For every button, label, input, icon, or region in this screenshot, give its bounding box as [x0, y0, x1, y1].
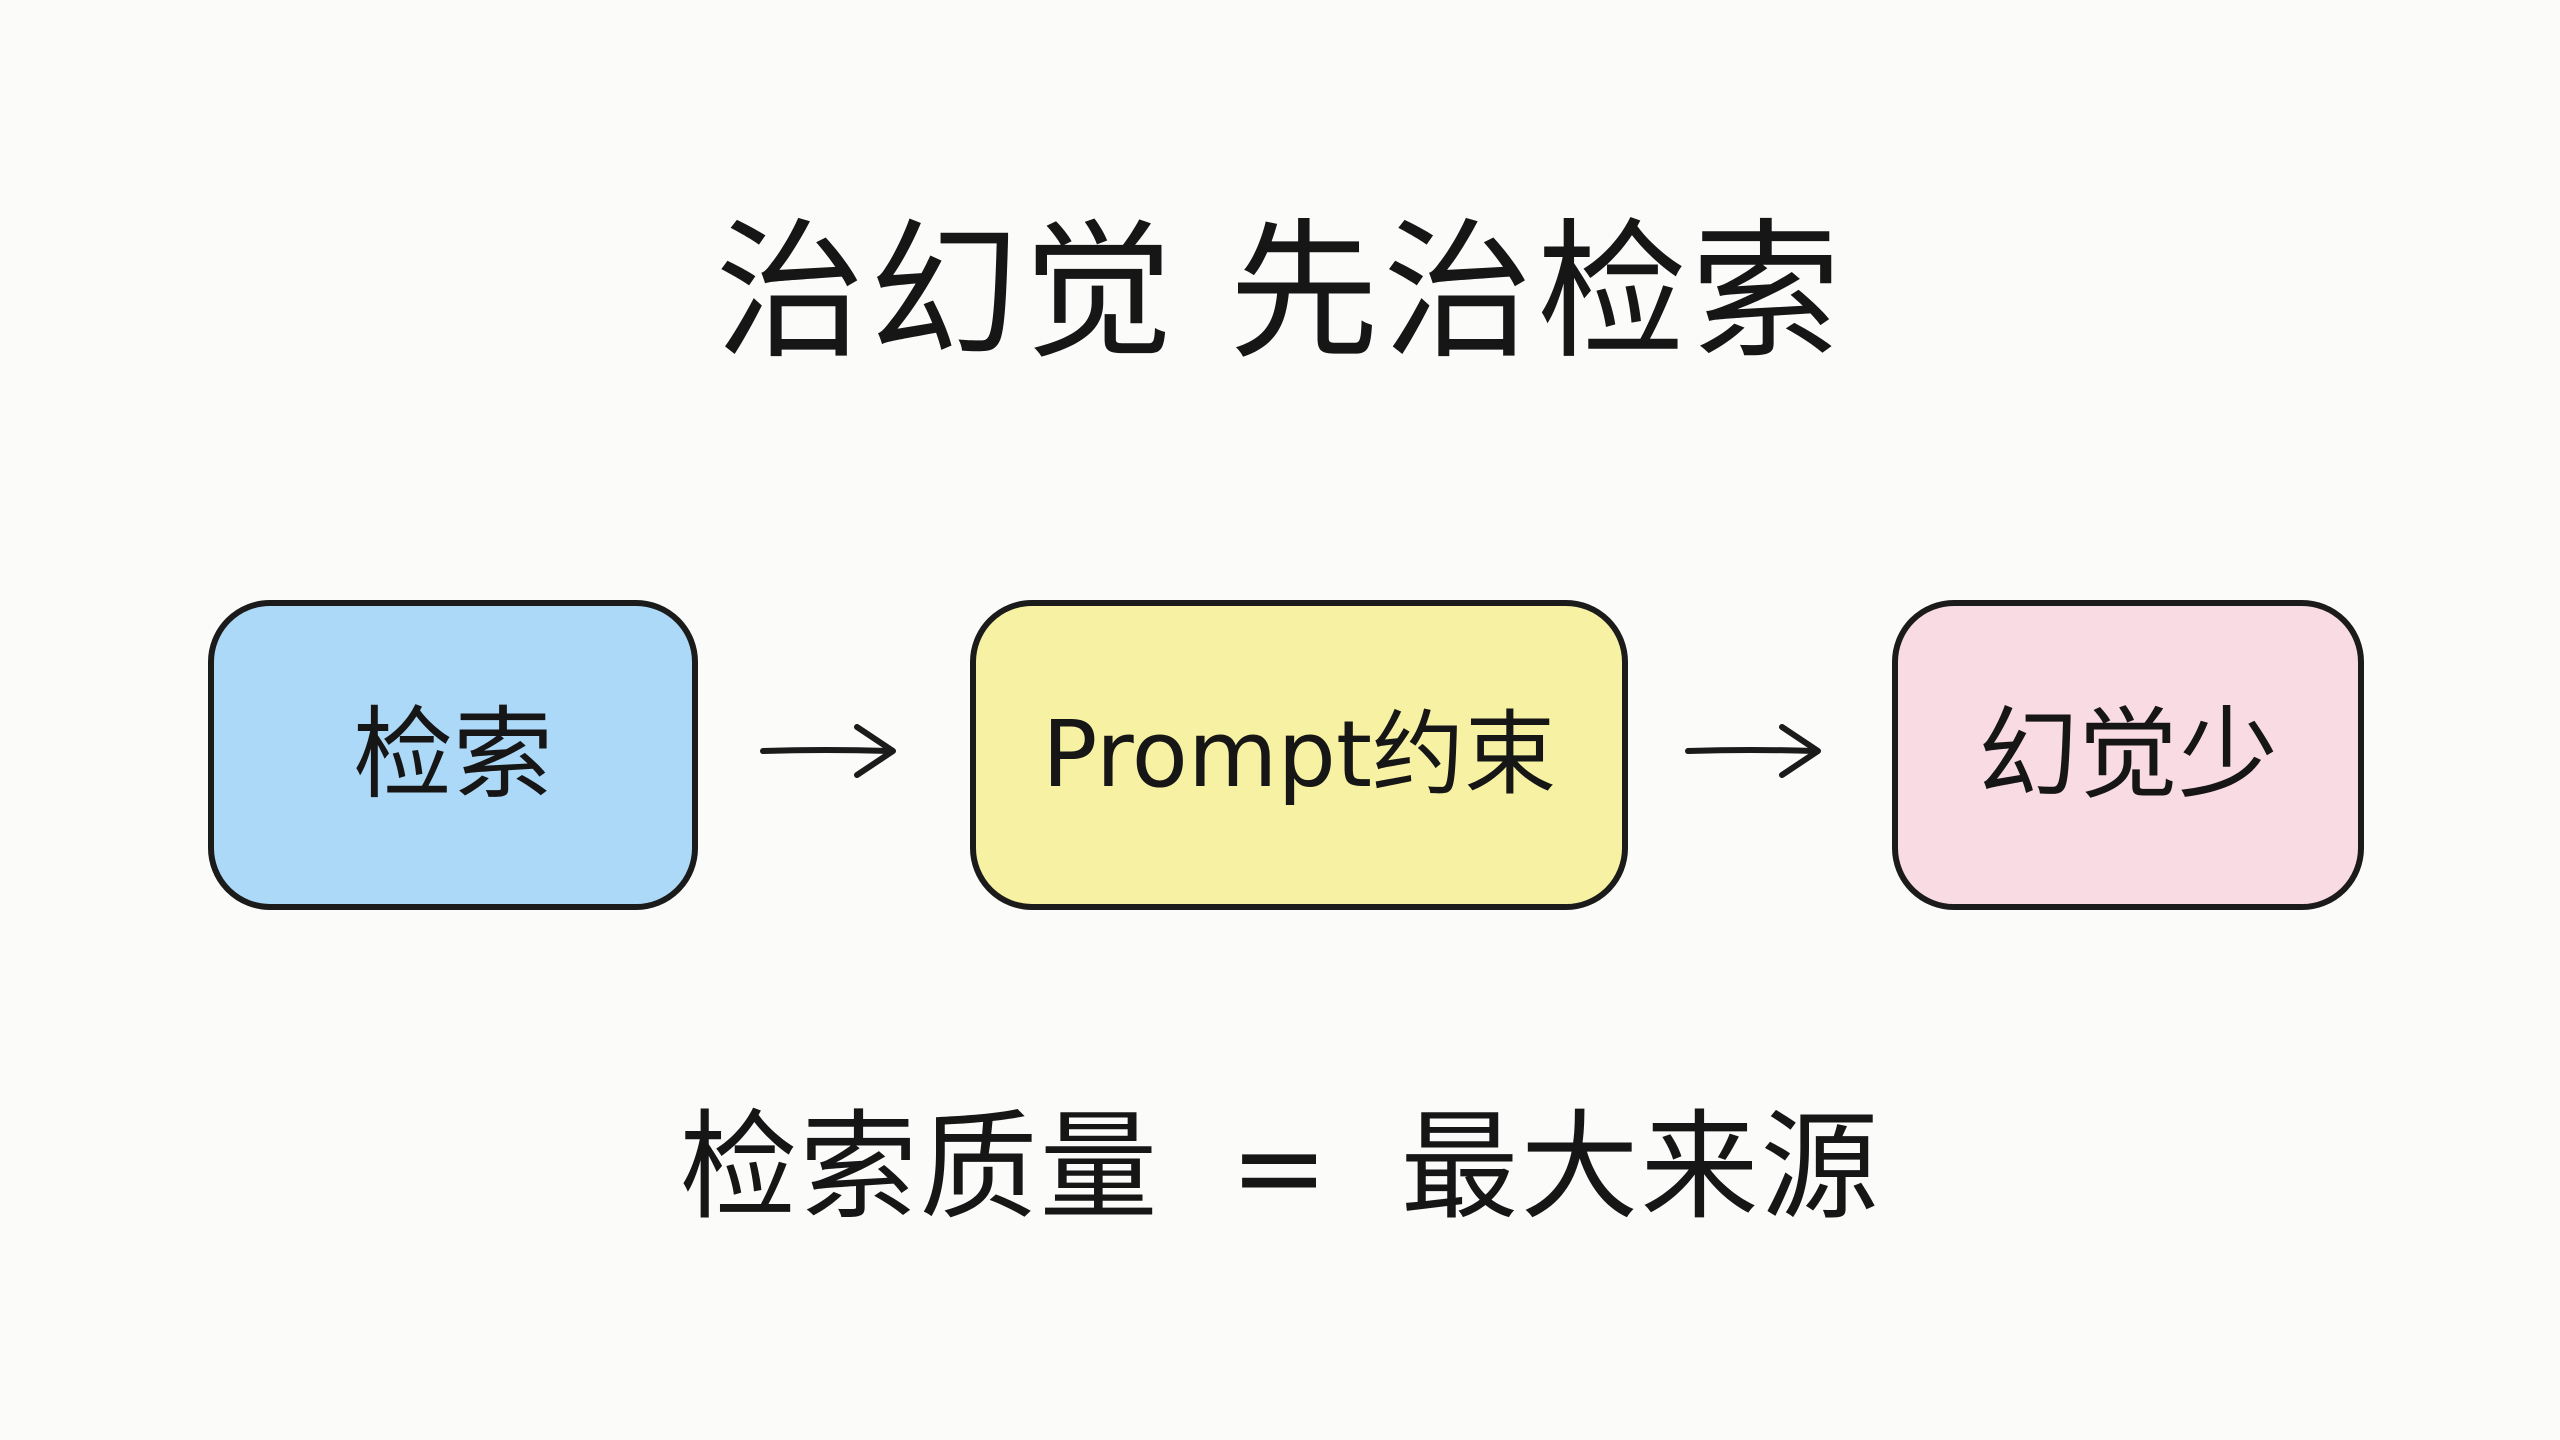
flow-node-fewer-hallucinations: 幻觉少: [1892, 600, 2364, 910]
equation-operator: =: [1229, 1098, 1331, 1236]
flow-node-prompt-constraint: Prompt约束: [970, 600, 1628, 910]
flow-node-retrieval: 检索: [208, 600, 698, 910]
flow-node-label: 幻觉少: [1978, 696, 2278, 813]
equation: 检索质量=最大来源: [0, 1108, 2560, 1226]
flow-node-label: 检索: [353, 696, 553, 813]
flow-arrow-icon: [755, 715, 905, 785]
equation-right: 最大来源: [1400, 1098, 1881, 1236]
equation-left: 检索质量: [679, 1098, 1160, 1236]
diagram-title: 治幻觉 先治检索: [715, 206, 1845, 380]
flow-arrow-icon: [1680, 715, 1830, 785]
flow-node-label: Prompt约束: [1041, 701, 1557, 808]
